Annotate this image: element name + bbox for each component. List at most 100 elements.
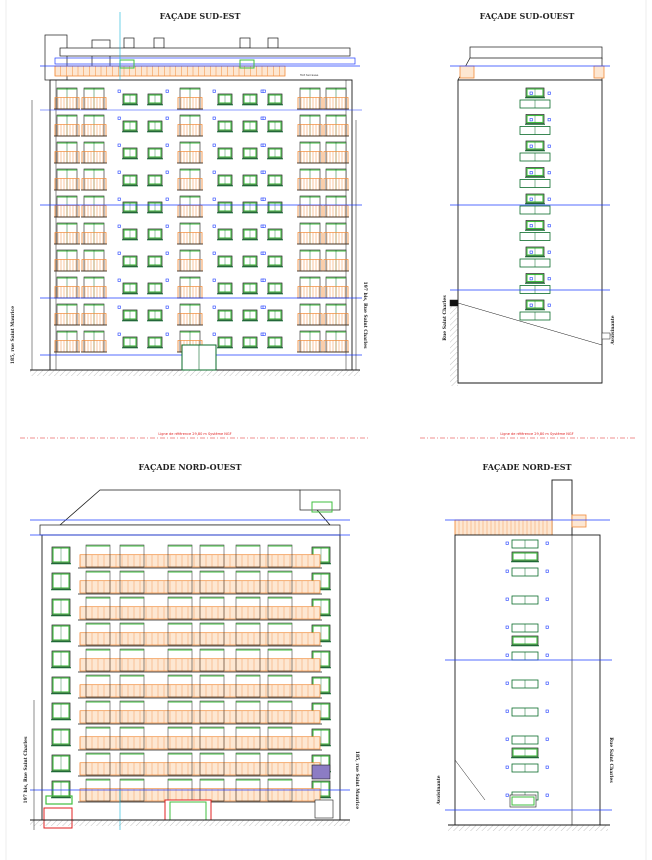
vent-marker: [547, 277, 551, 281]
vent-marker: [547, 118, 551, 122]
vent-marker: [529, 91, 533, 95]
roof-terrace: [454, 519, 553, 536]
roof-parapet: [59, 47, 351, 57]
vent-marker: [262, 278, 266, 282]
vent-marker: [117, 170, 121, 174]
roof-profile: [457, 57, 603, 81]
vent-marker: [117, 251, 121, 255]
vent-marker: [547, 144, 551, 148]
vent-marker: [505, 709, 509, 713]
french-window: [235, 726, 261, 750]
vent-marker: [165, 251, 169, 255]
reference-label-left: Ligne de référence 29,80 m Système NGF: [158, 432, 231, 436]
se-roof-note: Toit terrasse: [299, 73, 319, 77]
vent-marker: [529, 144, 533, 148]
french-window: [199, 570, 225, 594]
facade-sud-est: [30, 12, 362, 376]
vent-marker: [547, 250, 551, 254]
vent-marker: [165, 278, 169, 282]
roof-railing-right: [593, 65, 605, 79]
vent-marker: [529, 224, 533, 228]
title-facade-nord-est: FAÇADE NORD-EST: [483, 462, 572, 472]
ground-hatch: [30, 820, 350, 826]
reference-label-right: Ligne de référence 29,80 m Système NGF: [500, 432, 573, 436]
building-outline: [457, 79, 603, 384]
vent-marker: [212, 170, 216, 174]
facade-nord-ouest: [30, 489, 350, 830]
vent-marker: [505, 597, 509, 601]
ground-hatch: [30, 370, 360, 376]
roof-parapet: [469, 46, 603, 60]
so-neighbor-label: Avoisinante: [610, 315, 616, 345]
vent-marker: [529, 171, 533, 175]
vent-marker: [545, 709, 549, 713]
vent-marker: [262, 89, 266, 93]
french-window: [85, 544, 111, 568]
french-window: [167, 648, 193, 672]
vent-marker: [547, 91, 551, 95]
title-facade-sud-ouest: FAÇADE SUD-OUEST: [480, 11, 575, 21]
ground-panel: [311, 764, 331, 780]
vent-marker: [117, 278, 121, 282]
vent-marker: [117, 224, 121, 228]
french-window: [119, 622, 145, 646]
french-window: [167, 752, 193, 776]
vent-marker: [262, 116, 266, 120]
vent-marker: [547, 171, 551, 175]
vent-marker: [545, 625, 549, 629]
french-window: [119, 674, 145, 698]
french-window: [235, 622, 261, 646]
vent-marker: [545, 541, 549, 545]
roof-dormer-window: [311, 501, 333, 513]
french-window: [85, 622, 111, 646]
vent-marker: [545, 681, 549, 685]
french-window: [267, 726, 293, 750]
roof-dormer: [299, 489, 341, 511]
ground-hatch: [448, 825, 608, 831]
vent-marker: [165, 89, 169, 93]
vent-marker: [165, 332, 169, 336]
vent-marker: [547, 224, 551, 228]
french-window: [119, 726, 145, 750]
french-window: [119, 752, 145, 776]
french-window: [119, 700, 145, 724]
french-window: [119, 648, 145, 672]
left-ground-hatch: [450, 306, 458, 386]
vent-marker: [212, 116, 216, 120]
french-window: [199, 648, 225, 672]
french-window: [119, 570, 145, 594]
vent-marker: [545, 765, 549, 769]
vent-marker: [529, 303, 533, 307]
vent-marker: [212, 305, 216, 309]
cornice: [39, 524, 341, 536]
chimney-cap: [123, 37, 135, 49]
vent-marker: [545, 569, 549, 573]
vent-marker: [529, 277, 533, 281]
vent-marker: [545, 597, 549, 601]
vent-marker: [505, 737, 509, 741]
french-window: [85, 726, 111, 750]
title-facade-sud-est: FAÇADE SUD-EST: [160, 11, 241, 21]
vent-marker: [165, 143, 169, 147]
french-window: [235, 596, 261, 620]
vent-marker: [212, 251, 216, 255]
french-window: [167, 544, 193, 568]
vent-marker: [212, 197, 216, 201]
chimney-cap: [267, 37, 279, 49]
french-window: [267, 622, 293, 646]
roof-upper-band: [54, 57, 356, 65]
french-window: [235, 674, 261, 698]
vent-marker: [165, 224, 169, 228]
so-street-label: Rue Saint Charles: [442, 295, 448, 341]
title-facade-nord-ouest: FAÇADE NORD-OUEST: [139, 462, 242, 472]
vent-marker: [262, 224, 266, 228]
vent-marker: [545, 653, 549, 657]
french-window: [85, 596, 111, 620]
vent-marker: [212, 89, 216, 93]
french-window: [119, 596, 145, 620]
ground-window: [509, 794, 537, 808]
french-window: [167, 700, 193, 724]
vent-marker: [117, 305, 121, 309]
vent-marker: [262, 305, 266, 309]
street-marker: [449, 299, 459, 307]
